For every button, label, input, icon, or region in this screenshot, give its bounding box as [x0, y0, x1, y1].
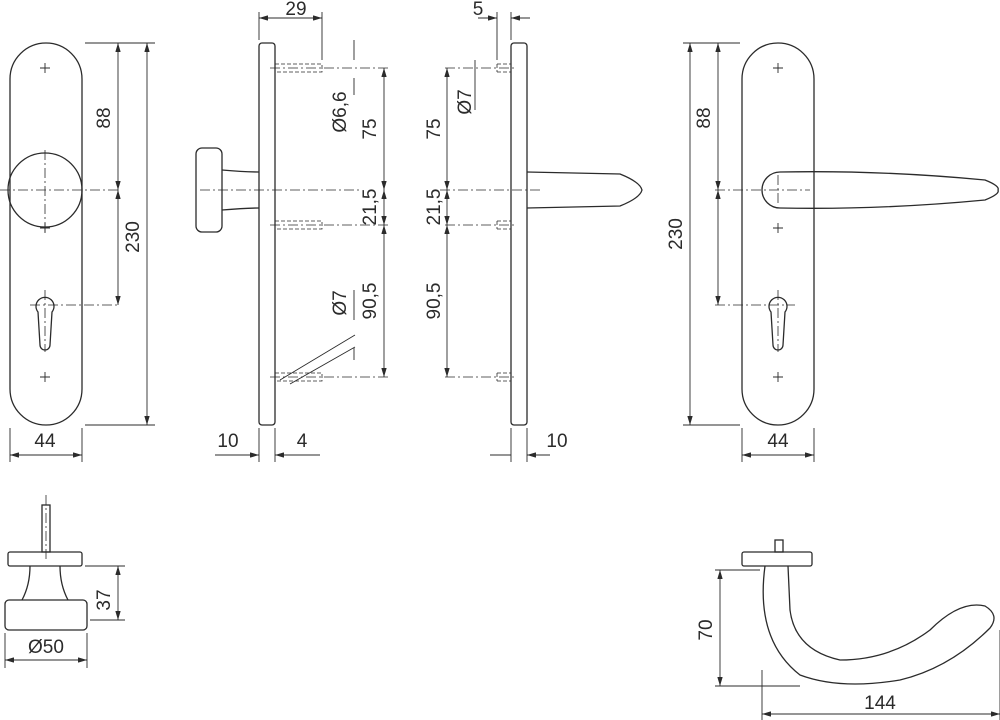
knob-body: [4, 599, 88, 631]
dim-90-5: 90,5: [360, 283, 381, 320]
rose: [741, 551, 813, 567]
dim-88: 88: [94, 107, 115, 128]
dim-dia-6-6: Ø6,6: [330, 91, 351, 132]
dim-88: 88: [694, 107, 715, 128]
lever-profile-view: 70 144: [696, 539, 1000, 720]
dim-144: 144: [864, 693, 896, 714]
side-lever-plate-view: 5 Ø7 75 21,5 90,5 10: [424, 0, 643, 462]
dim-4: 4: [297, 431, 308, 452]
dim-5: 5: [473, 0, 484, 20]
side-knob-plate-view: 29 Ø6,6 75 21,5 Ø7 90,5 10 4: [195, 0, 388, 462]
front-knob-plate-view: 88 230 44: [0, 42, 155, 462]
spindle: [774, 539, 784, 553]
front-lever-plate-view: 230 88 44: [666, 42, 999, 462]
plate-side: [258, 42, 276, 426]
dim-230: 230: [123, 221, 144, 253]
dim-21-5: 21,5: [424, 189, 445, 226]
rose: [7, 551, 83, 567]
dim-230: 230: [666, 218, 687, 250]
knob-profile-view: 37 Ø50: [4, 495, 125, 668]
pins: [270, 63, 388, 382]
keyhole: [35, 296, 55, 351]
dim-75: 75: [360, 118, 381, 139]
dim-90-5: 90,5: [424, 283, 445, 320]
lever-side: [526, 171, 643, 209]
dim-75: 75: [424, 118, 445, 139]
plate-outline: [741, 42, 815, 426]
dim-44: 44: [767, 431, 789, 452]
keyhole: [768, 296, 788, 351]
lever-front: [761, 171, 999, 209]
plate-outline: [9, 42, 83, 426]
dim-70: 70: [696, 619, 717, 640]
dim-10: 10: [217, 431, 238, 452]
dim-29: 29: [285, 0, 306, 20]
dim-dia-7: Ø7: [330, 290, 351, 315]
lever-body: [762, 565, 995, 685]
plate-side: [510, 42, 528, 426]
dim-dia-50: Ø50: [28, 637, 64, 658]
dim-10: 10: [546, 431, 567, 452]
dim-dia-7: Ø7: [455, 89, 476, 114]
dim-44: 44: [34, 431, 56, 452]
dim-37: 37: [94, 589, 115, 610]
dim-21-5: 21,5: [360, 189, 381, 226]
